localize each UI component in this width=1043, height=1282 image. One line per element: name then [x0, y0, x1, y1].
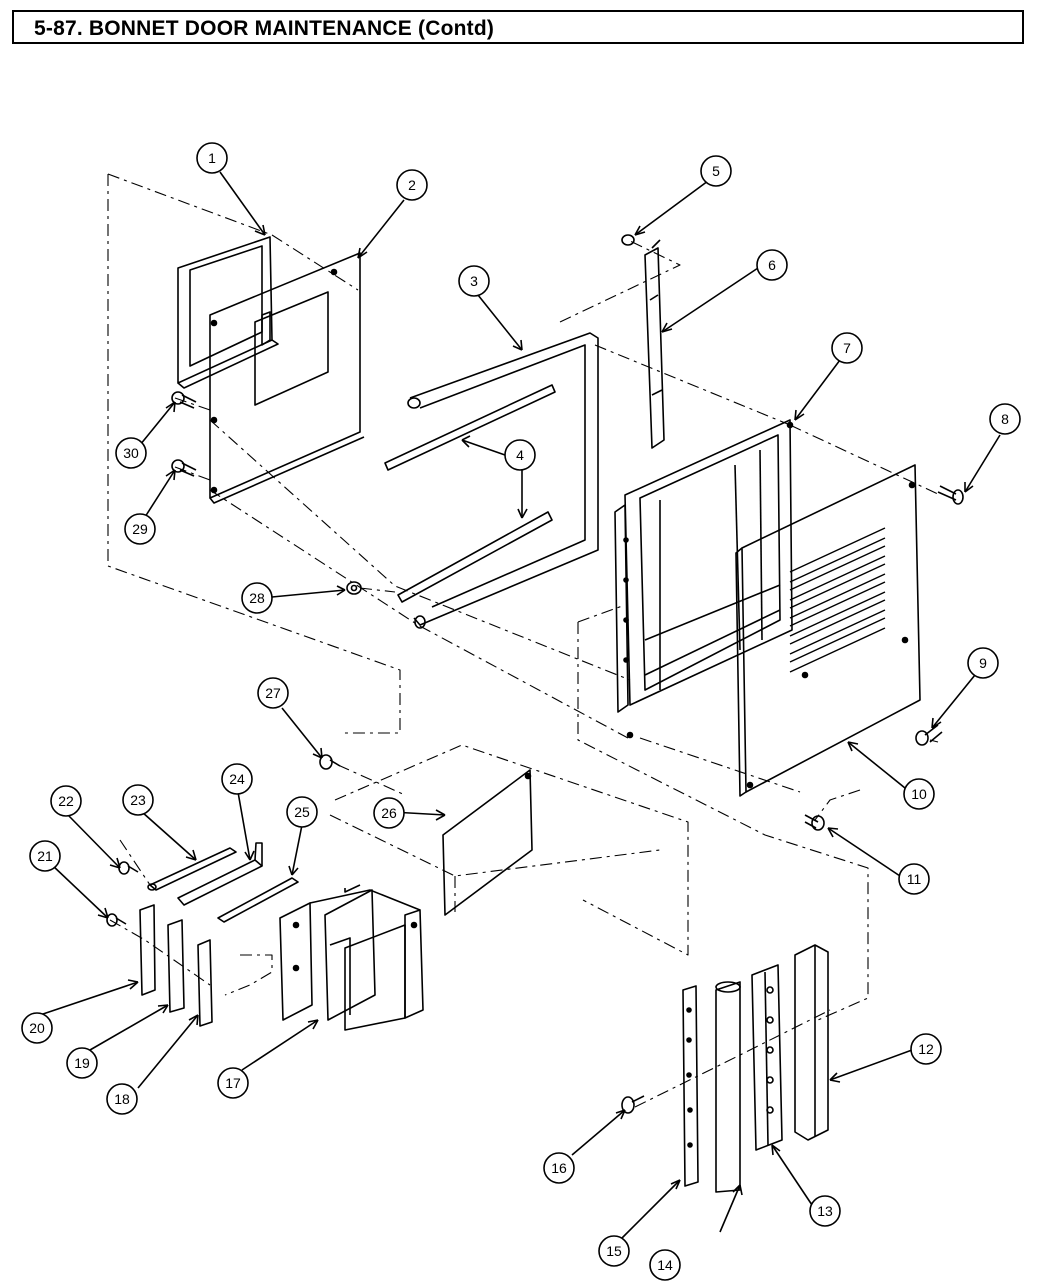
- part-9-screw: [915, 724, 943, 746]
- callout-23: 23: [122, 784, 154, 816]
- callout-19: 19: [66, 1047, 98, 1079]
- part-26-panel: [442, 769, 533, 916]
- section-title: 5-87. BONNET DOOR MAINTENANCE (Contd): [34, 17, 495, 40]
- svg-text:13: 13: [817, 1203, 833, 1219]
- callout-9: 9: [967, 647, 999, 679]
- part-27-screw: [319, 754, 341, 770]
- callout-7: 7: [831, 332, 863, 364]
- svg-text:1: 1: [208, 150, 216, 166]
- svg-text:18: 18: [114, 1091, 130, 1107]
- callout-1: 1: [196, 142, 228, 174]
- svg-text:10: 10: [911, 786, 927, 802]
- svg-text:9: 9: [979, 655, 987, 671]
- part-25-rail: [217, 877, 299, 923]
- callout-20: 20: [21, 1012, 53, 1044]
- part-4-channels: [384, 384, 556, 603]
- leader-arrows: [39, 171, 1001, 1239]
- callout-4: 4: [504, 439, 536, 471]
- part-2-door-panel: [209, 252, 365, 504]
- callout-5: 5: [700, 155, 732, 187]
- svg-text:14: 14: [657, 1257, 673, 1273]
- part-22-screw: [118, 861, 139, 875]
- svg-text:21: 21: [37, 848, 53, 864]
- part-16-screw: [621, 1095, 645, 1114]
- callout-15: 15: [598, 1235, 630, 1267]
- part-7-door-frame: [614, 419, 794, 739]
- part-5-nut: [621, 234, 635, 246]
- callout-12: 12: [910, 1033, 942, 1065]
- part-18-clip: [197, 939, 213, 1027]
- svg-text:26: 26: [381, 805, 397, 821]
- callout-21: 21: [29, 840, 61, 872]
- part-11-screw: [804, 814, 825, 831]
- callout-25: 25: [286, 796, 318, 828]
- svg-text:5: 5: [712, 163, 720, 179]
- callout-28: 28: [241, 582, 273, 614]
- callout-labels: 1 2 3 4 5 6 7 8 9 10 11 12 13 14 15 16 1…: [21, 142, 1021, 1281]
- svg-text:24: 24: [229, 771, 245, 787]
- assembly-dash-lines: [107, 173, 941, 1108]
- callout-3: 3: [458, 265, 490, 297]
- part-24-rail: [177, 842, 263, 906]
- part-15-strip: [682, 985, 699, 1187]
- callout-30: 30: [115, 437, 147, 469]
- louvers: [789, 527, 886, 673]
- part-21-screw: [106, 913, 127, 927]
- callout-22: 22: [50, 785, 82, 817]
- part-14-seal: [715, 981, 741, 1193]
- part-12-angle: [794, 944, 829, 1141]
- callout-29: 29: [124, 513, 156, 545]
- svg-text:30: 30: [123, 445, 139, 461]
- callout-18: 18: [106, 1083, 138, 1115]
- svg-text:8: 8: [1001, 411, 1009, 427]
- part-6-latch-bar: [644, 239, 665, 449]
- section-header: 5-87. BONNET DOOR MAINTENANCE (Contd): [12, 10, 1024, 44]
- callout-10: 10: [903, 778, 935, 810]
- callout-2: 2: [396, 169, 428, 201]
- svg-text:22: 22: [58, 793, 74, 809]
- svg-text:15: 15: [606, 1243, 622, 1259]
- part-3-frame: [407, 332, 599, 629]
- part-20-clip: [139, 904, 156, 996]
- callout-14: 14: [649, 1249, 681, 1281]
- svg-text:4: 4: [516, 447, 524, 463]
- svg-text:19: 19: [74, 1055, 90, 1071]
- svg-text:25: 25: [294, 804, 310, 820]
- callout-11: 11: [898, 863, 930, 895]
- svg-text:27: 27: [265, 685, 281, 701]
- svg-text:12: 12: [918, 1041, 934, 1057]
- callout-24: 24: [221, 763, 253, 795]
- part-1-gasket: [177, 236, 279, 389]
- svg-text:28: 28: [249, 590, 265, 606]
- svg-text:11: 11: [907, 871, 922, 887]
- svg-text:17: 17: [225, 1075, 241, 1091]
- callout-6: 6: [756, 249, 788, 281]
- part-13-hinge: [751, 964, 783, 1151]
- part-19-clip: [167, 919, 185, 1013]
- svg-text:23: 23: [130, 792, 146, 808]
- svg-text:7: 7: [843, 340, 851, 356]
- callout-27: 27: [257, 677, 289, 709]
- part-30-screw: [171, 391, 197, 409]
- callout-16: 16: [543, 1152, 575, 1184]
- svg-text:3: 3: [470, 273, 478, 289]
- part-10-louvered-panel: [735, 464, 921, 797]
- part-17-bracket-box: [279, 884, 424, 1031]
- callout-13: 13: [809, 1195, 841, 1227]
- svg-text:29: 29: [132, 521, 148, 537]
- part-29-screw: [171, 459, 197, 477]
- callout-26: 26: [373, 797, 405, 829]
- svg-text:16: 16: [551, 1160, 567, 1176]
- svg-text:2: 2: [408, 177, 416, 193]
- callout-17: 17: [217, 1067, 249, 1099]
- svg-text:6: 6: [768, 257, 776, 273]
- part-28-nut: [346, 581, 362, 595]
- part-23-rail: [147, 847, 237, 891]
- part-8-screw: [937, 485, 964, 505]
- callout-8: 8: [989, 403, 1021, 435]
- svg-text:20: 20: [29, 1020, 45, 1036]
